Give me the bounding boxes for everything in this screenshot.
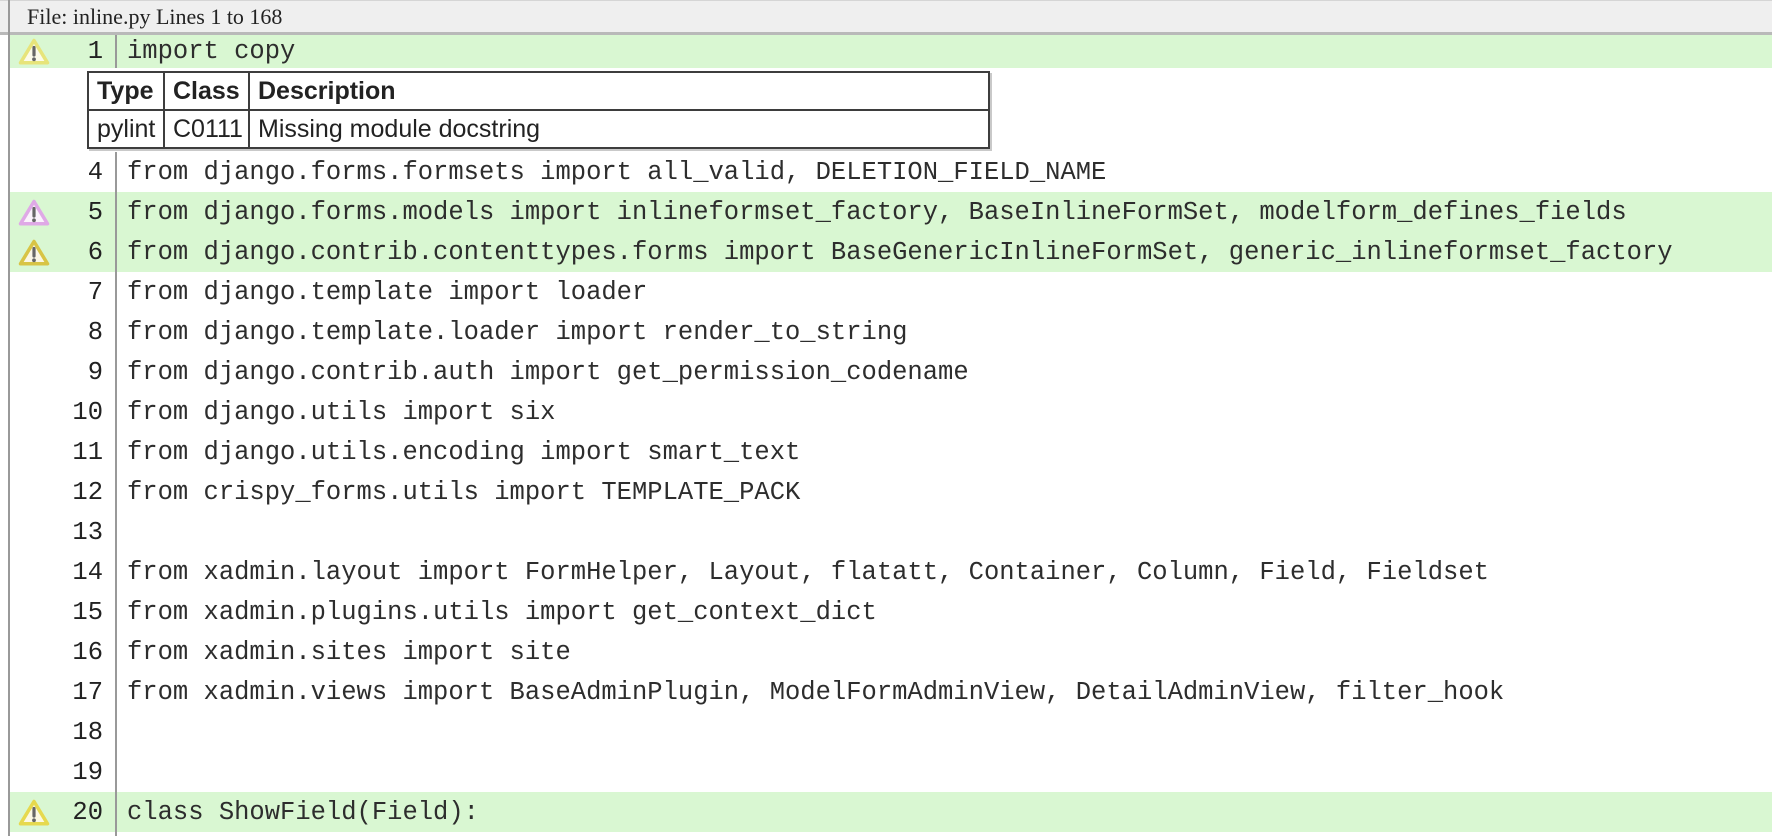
file-header-title: File: inline.py Lines 1 to 168 bbox=[27, 3, 283, 29]
code-text: from django.template.loader import rende… bbox=[127, 317, 908, 347]
code-line-row: 1 import copy bbox=[10, 35, 1772, 68]
code-text: from xadmin.views import BaseAdminPlugin… bbox=[127, 677, 1505, 707]
code-line-row: 17 from xadmin.views import BaseAdminPlu… bbox=[10, 672, 1772, 712]
code-text: import copy bbox=[127, 37, 296, 66]
code-line-row: 6 from django.contrib.contenttypes.forms… bbox=[10, 232, 1772, 272]
code-text: from xadmin.plugins.utils import get_con… bbox=[127, 597, 877, 627]
icon-spacer bbox=[10, 152, 58, 192]
violation-type-cell: pylint bbox=[87, 109, 165, 149]
code-line-row: 7 from django.template import loader bbox=[10, 272, 1772, 312]
line-number: 5 bbox=[58, 192, 117, 232]
line-number: 14 bbox=[58, 552, 117, 592]
code-text: from xadmin.sites import site bbox=[127, 637, 571, 667]
icon-spacer bbox=[10, 432, 58, 472]
code-text: from django.forms.formsets import all_va… bbox=[127, 157, 1107, 187]
line-number: 9 bbox=[58, 352, 117, 392]
code-line-row: 8 from django.template.loader import ren… bbox=[10, 312, 1772, 352]
violation-class-cell: C0111 bbox=[163, 109, 250, 149]
code-text: from django.contrib.contenttypes.forms i… bbox=[127, 237, 1673, 267]
code-line-row: 14 from xadmin.layout import FormHelper,… bbox=[10, 552, 1772, 592]
violation-description-cell: Missing module docstring bbox=[248, 109, 990, 149]
violations-column-header: Class bbox=[163, 71, 250, 111]
line-number: 12 bbox=[58, 472, 117, 512]
file-header: File: inline.py Lines 1 to 168 bbox=[0, 0, 1772, 35]
line-number: 20 bbox=[58, 792, 117, 832]
icon-spacer bbox=[10, 752, 58, 792]
warning-icon-plum bbox=[10, 192, 58, 232]
icon-spacer bbox=[10, 312, 58, 352]
line-number: 13 bbox=[58, 512, 117, 552]
icon-spacer bbox=[10, 392, 58, 432]
line-number: 4 bbox=[58, 152, 117, 192]
line-number: 16 bbox=[58, 632, 117, 672]
line-number bbox=[58, 832, 117, 836]
code-text: from crispy_forms.utils import TEMPLATE_… bbox=[127, 477, 801, 507]
code-line-row: 20 class ShowField(Field): bbox=[10, 792, 1772, 832]
code-text: from django.utils.encoding import smart_… bbox=[127, 437, 801, 467]
code-text bbox=[117, 512, 1772, 552]
icon-spacer bbox=[10, 512, 58, 552]
code-line-row: 16 from xadmin.sites import site bbox=[10, 632, 1772, 672]
icon-spacer bbox=[10, 472, 58, 512]
warning-icon-yellow bbox=[10, 792, 58, 832]
code-line-row: 19 bbox=[10, 752, 1772, 792]
icon-spacer bbox=[10, 712, 58, 752]
code-text: class ShowField(Field): bbox=[127, 797, 479, 827]
icon-spacer bbox=[10, 632, 58, 672]
line-number: 15 bbox=[58, 592, 117, 632]
code-text bbox=[117, 832, 1772, 836]
warning-icon-yellow-light bbox=[10, 35, 58, 68]
line-number: 10 bbox=[58, 392, 117, 432]
code-line-row: 15 from xadmin.plugins.utils import get_… bbox=[10, 592, 1772, 632]
code-line-row: 12 from crispy_forms.utils import TEMPLA… bbox=[10, 472, 1772, 512]
code-line-row: 5 from django.forms.models import inline… bbox=[10, 192, 1772, 232]
line-number: 19 bbox=[58, 752, 117, 792]
code-line-row: 9 from django.contrib.auth import get_pe… bbox=[10, 352, 1772, 392]
warning-icon bbox=[10, 832, 58, 836]
left-border bbox=[8, 0, 10, 836]
violations-column-header: Type bbox=[87, 71, 165, 111]
icon-spacer bbox=[10, 592, 58, 632]
line-number: 1 bbox=[58, 35, 117, 68]
icon-spacer bbox=[10, 672, 58, 712]
line-number: 17 bbox=[58, 672, 117, 712]
code-line-row: 10 from django.utils import six bbox=[10, 392, 1772, 432]
line-number: 6 bbox=[58, 232, 117, 272]
line-number: 8 bbox=[58, 312, 117, 352]
icon-spacer bbox=[10, 552, 58, 592]
code-line-row: 13 bbox=[10, 512, 1772, 552]
code-text: from django.utils import six bbox=[127, 397, 556, 427]
line-number: 11 bbox=[58, 432, 117, 472]
code-line-row: 11 from django.utils.encoding import sma… bbox=[10, 432, 1772, 472]
code-text: from xadmin.layout import FormHelper, La… bbox=[127, 557, 1489, 587]
filler-row bbox=[10, 832, 1772, 836]
code-text: from django.template import loader bbox=[127, 277, 648, 307]
code-text: from django.forms.models import inlinefo… bbox=[127, 197, 1627, 227]
line-number: 7 bbox=[58, 272, 117, 312]
icon-spacer bbox=[10, 352, 58, 392]
warning-icon-gold bbox=[10, 232, 58, 272]
code-text bbox=[117, 752, 1772, 792]
code-line-row: 4 from django.forms.formsets import all_… bbox=[10, 152, 1772, 192]
violations-column-header: Description bbox=[248, 71, 990, 111]
icon-spacer bbox=[10, 272, 58, 312]
code-line-row: 18 bbox=[10, 712, 1772, 752]
code-text bbox=[117, 712, 1772, 752]
code-text: from django.contrib.auth import get_perm… bbox=[127, 357, 969, 387]
line-number: 18 bbox=[58, 712, 117, 752]
